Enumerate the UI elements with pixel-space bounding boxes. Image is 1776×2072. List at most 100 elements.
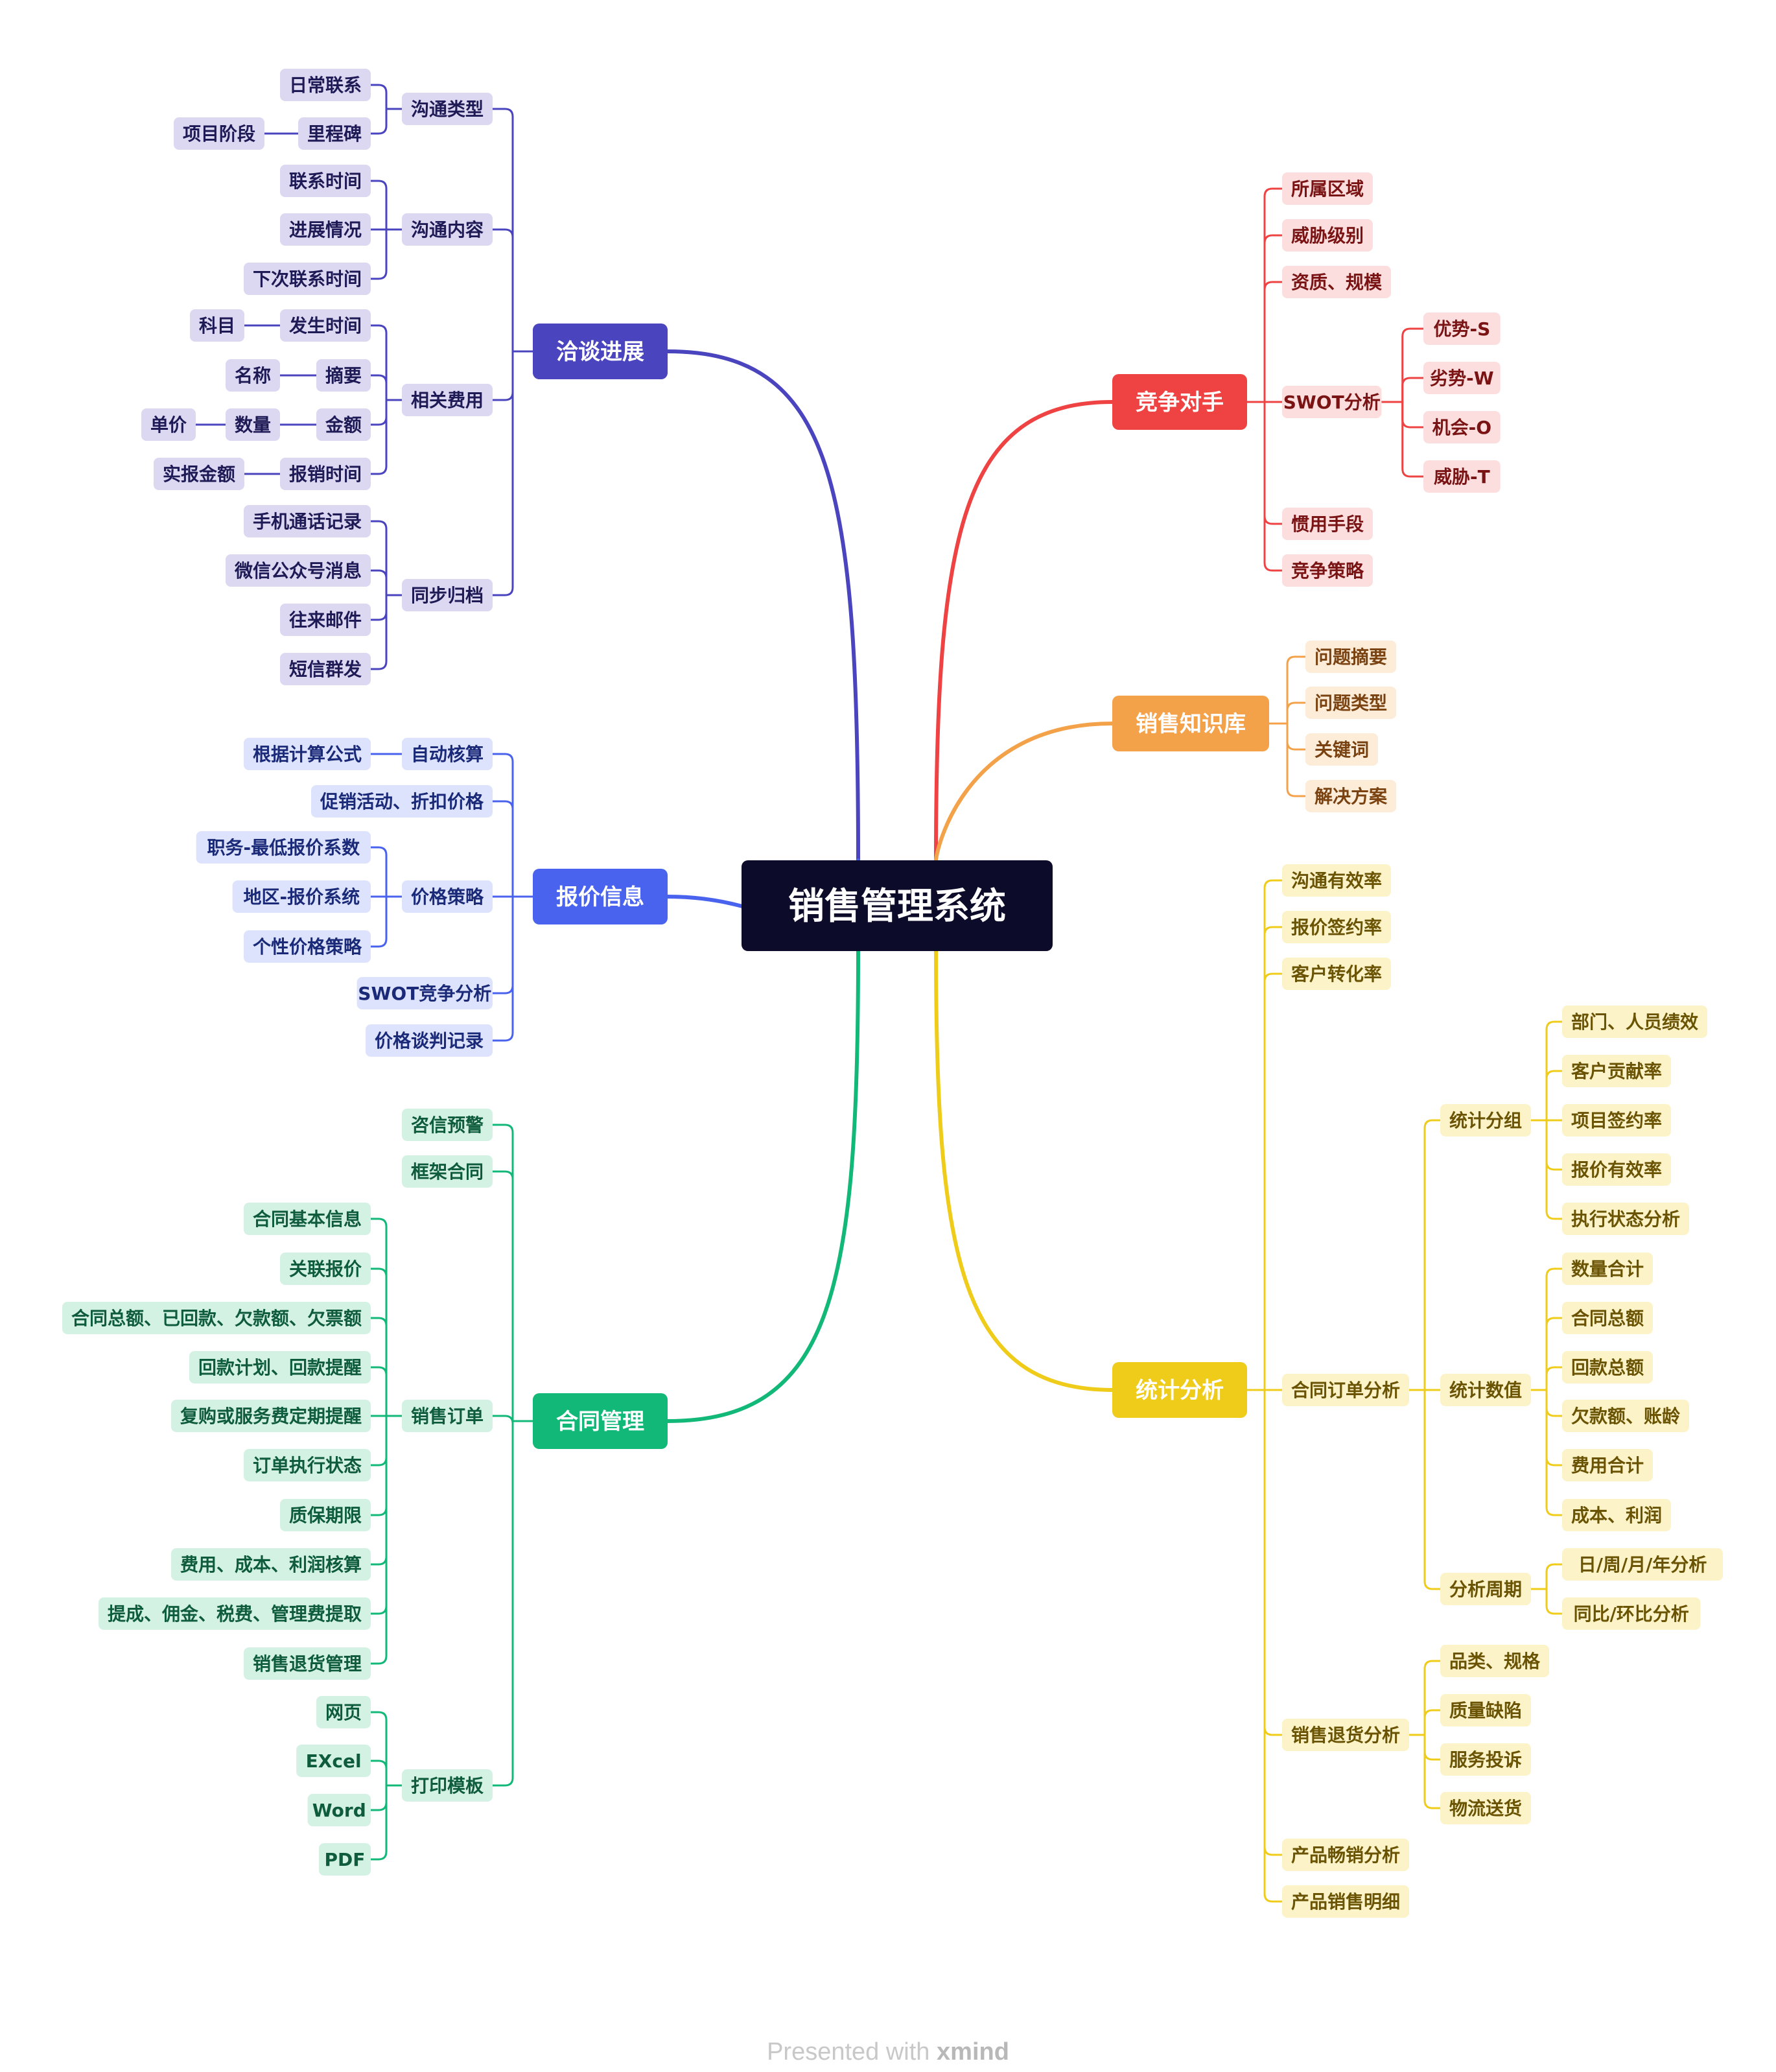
topic-成本、利润[interactable]: 成本、利润 [1562,1499,1671,1531]
topic-提成、佣金、税费、管理费提取[interactable]: 提成、佣金、税费、管理费提取 [99,1597,371,1630]
topic-Word[interactable]: Word [307,1794,371,1826]
topic-促销活动、折扣价格[interactable]: 促销活动、折扣价格 [311,785,493,818]
topic-短信群发[interactable]: 短信群发 [280,653,371,685]
topic-个性价格策略[interactable]: 个性价格策略 [244,930,371,963]
topic-所属区域[interactable]: 所属区域 [1282,172,1373,205]
topic-摘要[interactable]: 摘要 [316,359,371,392]
topic-威胁-T[interactable]: 威胁-T [1423,460,1501,493]
topic-执行状态分析[interactable]: 执行状态分析 [1562,1203,1689,1235]
topic-质保期限[interactable]: 质保期限 [280,1499,371,1531]
topic-解决方案[interactable]: 解决方案 [1305,780,1396,812]
topic-打印模板[interactable]: 打印模板 [402,1769,493,1802]
topic-box [1282,958,1391,990]
topic-发生时间[interactable]: 发生时间 [280,309,371,342]
topic-报销时间[interactable]: 报销时间 [280,458,371,490]
topic-机会-O[interactable]: 机会-O [1423,411,1501,443]
topic-销售退货管理[interactable]: 销售退货管理 [244,1647,371,1680]
topic-相关费用[interactable]: 相关费用 [402,384,493,416]
topic-资质、规模[interactable]: 资质、规模 [1282,266,1391,298]
topic-欠款额、账龄[interactable]: 欠款额、账龄 [1562,1400,1689,1432]
topic-实报金额[interactable]: 实报金额 [154,458,244,490]
branch-销售知识库[interactable]: 销售知识库 [1112,696,1269,751]
topic-价格策略[interactable]: 价格策略 [402,880,493,913]
topic-SWOT竞争分析[interactable]: SWOT竞争分析 [356,977,493,1009]
topic-惯用手段[interactable]: 惯用手段 [1282,508,1373,540]
topic-根据计算公式[interactable]: 根据计算公式 [244,738,371,770]
topic-日/周/月/年分析[interactable]: 日/周/月/年分析 [1562,1548,1723,1581]
topic-名称[interactable]: 名称 [226,359,280,392]
topic-订单执行状态[interactable]: 订单执行状态 [244,1449,371,1481]
topic-销售退货分析[interactable]: 销售退货分析 [1282,1719,1409,1751]
topic-合同基本信息[interactable]: 合同基本信息 [244,1203,371,1235]
topic-产品畅销分析[interactable]: 产品畅销分析 [1282,1839,1409,1871]
topic-合同订单分析[interactable]: 合同订单分析 [1282,1374,1409,1406]
branch-合同管理[interactable]: 合同管理 [533,1393,668,1449]
topic-品类、规格[interactable]: 品类、规格 [1440,1645,1549,1677]
topic-科目[interactable]: 科目 [190,309,244,342]
topic-销售订单[interactable]: 销售订单 [402,1400,493,1432]
topic-威胁级别[interactable]: 威胁级别 [1282,219,1373,252]
topic-回款总额[interactable]: 回款总额 [1562,1351,1653,1383]
topic-客户贡献率[interactable]: 客户贡献率 [1562,1055,1671,1087]
topic-服务投诉[interactable]: 服务投诉 [1440,1743,1531,1776]
branch-洽谈进展[interactable]: 洽谈进展 [533,324,668,379]
topic-SWOT分析[interactable]: SWOT分析 [1282,386,1382,418]
topic-物流送货[interactable]: 物流送货 [1440,1792,1531,1824]
topic-单价[interactable]: 单价 [141,408,196,441]
topic-统计数值[interactable]: 统计数值 [1440,1374,1531,1406]
topic-沟通内容[interactable]: 沟通内容 [402,213,493,246]
topic-劣势-W[interactable]: 劣势-W [1423,362,1501,394]
topic-报价有效率[interactable]: 报价有效率 [1562,1153,1671,1186]
topic-问题摘要[interactable]: 问题摘要 [1305,641,1396,673]
topic-复购或服务费定期提醒[interactable]: 复购或服务费定期提醒 [171,1400,371,1432]
topic-地区-报价系统[interactable]: 地区-报价系统 [232,880,371,913]
topic-项目阶段[interactable]: 项目阶段 [174,117,264,150]
topic-网页[interactable]: 网页 [316,1696,371,1728]
topic-数量[interactable]: 数量 [226,408,280,441]
topic-合同总额[interactable]: 合同总额 [1562,1302,1653,1334]
topic-关联报价[interactable]: 关联报价 [280,1253,371,1285]
topic-咨信预警[interactable]: 咨信预警 [402,1109,493,1141]
topic-微信公众号消息[interactable]: 微信公众号消息 [226,554,371,587]
topic-日常联系[interactable]: 日常联系 [280,69,371,101]
topic-产品销售明细[interactable]: 产品销售明细 [1282,1885,1409,1918]
topic-报价签约率[interactable]: 报价签约率 [1282,911,1391,943]
topic-进展情况[interactable]: 进展情况 [280,213,371,246]
topic-优势-S[interactable]: 优势-S [1423,312,1501,345]
topic-质量缺陷[interactable]: 质量缺陷 [1440,1694,1531,1726]
branch-竞争对手[interactable]: 竞争对手 [1112,374,1247,430]
topic-费用、成本、利润核算[interactable]: 费用、成本、利润核算 [171,1548,371,1581]
topic-框架合同[interactable]: 框架合同 [402,1155,493,1188]
topic-分析周期[interactable]: 分析周期 [1440,1573,1531,1605]
topic-里程碑[interactable]: 里程碑 [298,117,371,150]
topic-沟通有效率[interactable]: 沟通有效率 [1282,864,1391,897]
topic-部门、人员绩效[interactable]: 部门、人员绩效 [1562,1006,1707,1038]
topic-手机通话记录[interactable]: 手机通话记录 [244,505,371,537]
root-topic[interactable]: 销售管理系统 [742,860,1053,951]
topic-金额[interactable]: 金额 [316,408,371,441]
topic-数量合计[interactable]: 数量合计 [1562,1253,1653,1285]
topic-下次联系时间[interactable]: 下次联系时间 [244,263,371,295]
topic-PDF[interactable]: PDF [318,1843,371,1876]
topic-同比/环比分析[interactable]: 同比/环比分析 [1562,1597,1701,1630]
branch-报价信息[interactable]: 报价信息 [533,869,668,924]
topic-统计分组[interactable]: 统计分组 [1440,1104,1531,1136]
topic-费用合计[interactable]: 费用合计 [1562,1449,1653,1481]
topic-回款计划、回款提醒[interactable]: 回款计划、回款提醒 [189,1351,371,1383]
topic-自动核算[interactable]: 自动核算 [402,738,493,770]
topic-联系时间[interactable]: 联系时间 [280,165,371,197]
topic-往来邮件[interactable]: 往来邮件 [280,604,371,636]
topic-项目签约率[interactable]: 项目签约率 [1562,1104,1671,1136]
topic-box [190,309,244,342]
topic-价格谈判记录[interactable]: 价格谈判记录 [366,1024,493,1057]
topic-职务-最低报价系数[interactable]: 职务-最低报价系数 [196,831,371,864]
topic-合同总额、已回款、欠款额、欠票额[interactable]: 合同总额、已回款、欠款额、欠票额 [62,1302,371,1334]
topic-关键词[interactable]: 关键词 [1305,733,1378,766]
topic-客户转化率[interactable]: 客户转化率 [1282,958,1391,990]
topic-竞争策略[interactable]: 竞争策略 [1282,554,1373,587]
topic-问题类型[interactable]: 问题类型 [1305,687,1396,719]
topic-同步归档[interactable]: 同步归档 [402,579,493,611]
branch-统计分析[interactable]: 统计分析 [1112,1362,1247,1418]
topic-沟通类型[interactable]: 沟通类型 [402,93,493,125]
topic-EXcel[interactable]: EXcel [296,1745,371,1777]
